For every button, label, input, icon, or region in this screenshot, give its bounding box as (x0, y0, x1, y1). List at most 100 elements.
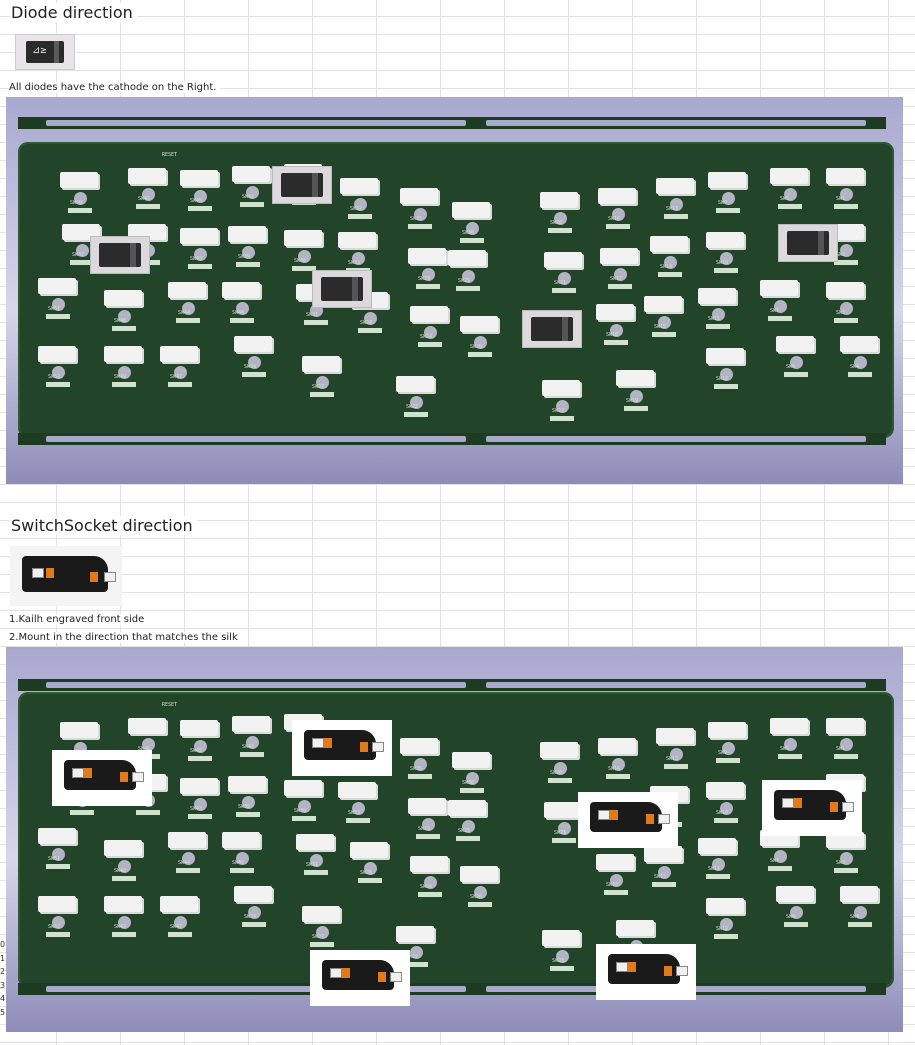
board1-switch-label: SW5 (780, 196, 790, 202)
board1-diode-pad (230, 318, 254, 323)
board1-switch-pad (600, 248, 638, 264)
board1-switch-pad (410, 306, 448, 322)
board1-diode-pad (68, 208, 92, 213)
board1-switch-hole (720, 368, 733, 381)
board1-switch-label: SW14 (660, 264, 673, 270)
board2-switch-hole (474, 886, 487, 899)
board1-switch-label: SW34 (244, 364, 257, 370)
board2-diode-pad (240, 752, 264, 757)
board1-switch-pad (644, 296, 682, 312)
board1-switch-pad (650, 236, 688, 252)
diode-note: All diodes have the cathode on the Right… (9, 82, 221, 93)
board1-switch-pad (104, 290, 142, 306)
board2-switch-label: SW42 (242, 744, 255, 750)
board2-diode-pad (784, 922, 808, 927)
board1-switch-pad (232, 166, 270, 182)
board1-switch-hole (242, 246, 255, 259)
board2-diode-pad (460, 788, 484, 793)
board1-switch-pad (284, 230, 322, 246)
board2-switch-label: SW45 (190, 748, 203, 754)
board2-switch-label: SW12 (716, 926, 729, 932)
board1-switch-pad (104, 346, 142, 362)
board2-switch-hole (174, 916, 187, 929)
board2-switch-hole (720, 918, 733, 931)
board1-diode-pad (242, 372, 266, 377)
board2-switch-pad (826, 718, 864, 734)
board2-switch-label: SW46 (138, 746, 151, 752)
board1-switch-label: SW18 (606, 332, 619, 338)
board2-switch-label: SW36 (294, 808, 307, 814)
board1-switch-hole (630, 390, 643, 403)
board1-switch-pad (38, 278, 76, 294)
board2-switch-label: SW25 (458, 828, 471, 834)
board2-diode-pad (46, 932, 70, 937)
board2-switch-label: SW48 (114, 868, 127, 874)
board1-switch-label: SW21 (554, 280, 567, 286)
board1-switch-hole (784, 188, 797, 201)
board2-switch-hole (424, 876, 437, 889)
board1-switch-label: SW49 (114, 374, 127, 380)
board2-switch-pad (776, 886, 814, 902)
board1-switch-hole (720, 252, 733, 265)
board1-diode-pad (716, 208, 740, 213)
board2-switch-hole (720, 802, 733, 815)
board2-switch-label: SW27 (312, 934, 325, 940)
board1-switch-hole (354, 198, 367, 211)
board1-switch-hole (52, 298, 65, 311)
board1-switch-pad (408, 248, 446, 264)
board2-switch-hole (194, 798, 207, 811)
board2-diode-pad (408, 774, 432, 779)
board1-diode-pad (310, 392, 334, 397)
board1-switch-pad (340, 178, 378, 194)
board2-switch-label: SW22 (406, 954, 419, 960)
board1-switch-hole (554, 212, 567, 225)
board2-switch-pad (284, 780, 322, 796)
board1-switch-label: SW8 (786, 364, 796, 370)
board1-switch-hole (712, 308, 725, 321)
board1-switch-label: SW47 (170, 374, 183, 380)
board1-switch-pad (540, 192, 578, 208)
board2-switch-hole (612, 758, 625, 771)
pcb-image-diodes: RESET (6, 97, 903, 484)
board2-diode-pad (848, 922, 872, 927)
board1-diode-pad (608, 284, 632, 289)
board1-switch-hole (174, 366, 187, 379)
board1-switch-label: SW35 (410, 216, 423, 222)
board1-switch-label: SW42 (242, 194, 255, 200)
board1-diode-pad (706, 324, 730, 329)
board1-switch-label: SW50 (70, 200, 83, 206)
row-numbers: 0 1 2 3 4 5 (0, 940, 6, 1017)
board1-diode-pad (664, 214, 688, 219)
board2-switch-pad (616, 920, 654, 936)
board1-switch-pad (596, 304, 634, 320)
diode-overlay (90, 236, 150, 274)
board2-diode-pad (606, 774, 630, 779)
board1-switch-label: SW28 (360, 320, 373, 326)
board1-switch-pad (760, 280, 798, 296)
board1-diode-pad (652, 332, 676, 337)
board1-diode-pad (714, 268, 738, 273)
board1-diode-pad (604, 340, 628, 345)
board1-switch-hole (364, 312, 377, 325)
board2-switch-hole (364, 862, 377, 875)
board2-switch-label: SW20 (550, 770, 563, 776)
board1-switch-label: SW10 (716, 260, 729, 266)
board2-diode-pad (548, 778, 572, 783)
board1-diode-pad (778, 204, 802, 209)
board2-switch-hole (52, 848, 65, 861)
board1-switch-pad (302, 356, 340, 372)
board1-switch-label: SW44 (178, 310, 191, 316)
board1-diode-pad (834, 204, 858, 209)
board1-switch-pad (776, 336, 814, 352)
board1-switch-label: SW22 (406, 404, 419, 410)
board1-switch-hole (466, 222, 479, 235)
board2-diode-pad (416, 834, 440, 839)
board1-diode-pad (834, 318, 858, 323)
board2-switch-label: SW18 (606, 882, 619, 888)
board2-switch-pad (234, 886, 272, 902)
board2-switch-label: SW52 (48, 924, 61, 930)
board2-switch-pad (104, 840, 142, 856)
board2-switch-hole (554, 762, 567, 775)
board1-diode-pad (136, 204, 160, 209)
board2-switch-label: SW31 (306, 862, 319, 868)
